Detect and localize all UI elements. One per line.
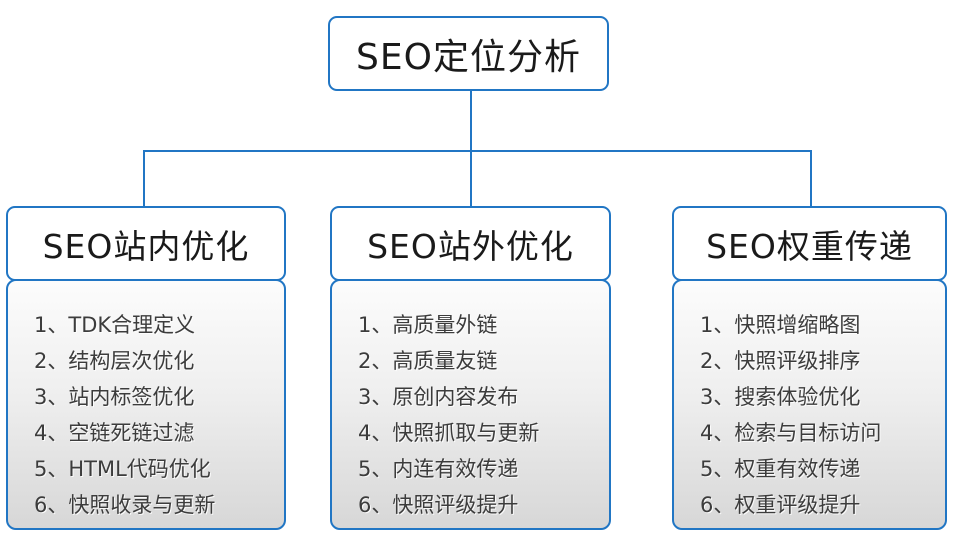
list-item: 4、空链死链过滤 bbox=[34, 421, 195, 445]
list-item: 6、快照收录与更新 bbox=[34, 493, 216, 517]
branch-list-offsite: 1、高质量外链 2、高质量友链 3、原创内容发布 4、快照抓取与更新 5、内连有… bbox=[330, 279, 611, 530]
connector-left-vertical bbox=[143, 150, 145, 207]
list-item: 1、TDK合理定义 bbox=[34, 313, 196, 337]
list-item: 5、内连有效传递 bbox=[358, 457, 519, 481]
branch-header-offsite: SEO站外优化 bbox=[330, 206, 611, 281]
branch-header-label: SEO站外优化 bbox=[367, 226, 574, 266]
list-item: 2、结构层次优化 bbox=[34, 349, 195, 373]
list-item: 1、高质量外链 bbox=[358, 313, 498, 337]
branch-header-label: SEO站内优化 bbox=[42, 226, 250, 266]
branch-header-label: SEO权重传递 bbox=[706, 226, 913, 266]
branch-header-onsite: SEO站内优化 bbox=[6, 206, 286, 281]
list-item: 4、检索与目标访问 bbox=[700, 421, 882, 445]
list-item: 5、HTML代码优化 bbox=[34, 457, 211, 481]
branch-list-onsite: 1、TDK合理定义 2、结构层次优化 3、站内标签优化 4、空链死链过滤 5、H… bbox=[6, 279, 286, 530]
list-item: 3、搜索体验优化 bbox=[700, 385, 861, 409]
list-item: 6、快照评级提升 bbox=[358, 493, 519, 517]
list-item: 3、原创内容发布 bbox=[358, 385, 519, 409]
connector-root-vertical bbox=[470, 91, 472, 151]
list-item: 6、权重评级提升 bbox=[700, 493, 861, 517]
list-item: 2、快照评级排序 bbox=[700, 349, 861, 373]
connector-middle-vertical bbox=[470, 150, 472, 207]
connector-right-vertical bbox=[810, 150, 812, 208]
root-node-seo-positioning: SEO定位分析 bbox=[328, 16, 609, 91]
list-item: 3、站内标签优化 bbox=[34, 385, 195, 409]
connector-horizontal bbox=[143, 150, 812, 152]
list-item: 5、权重有效传递 bbox=[700, 457, 861, 481]
list-item: 2、高质量友链 bbox=[358, 349, 498, 373]
root-node-label: SEO定位分析 bbox=[356, 36, 581, 78]
branch-list-weight-transfer: 1、快照增缩略图 2、快照评级排序 3、搜索体验优化 4、检索与目标访问 5、权… bbox=[672, 279, 947, 530]
branch-header-weight-transfer: SEO权重传递 bbox=[672, 206, 947, 281]
list-item: 1、快照增缩略图 bbox=[700, 313, 861, 337]
list-item: 4、快照抓取与更新 bbox=[358, 421, 540, 445]
